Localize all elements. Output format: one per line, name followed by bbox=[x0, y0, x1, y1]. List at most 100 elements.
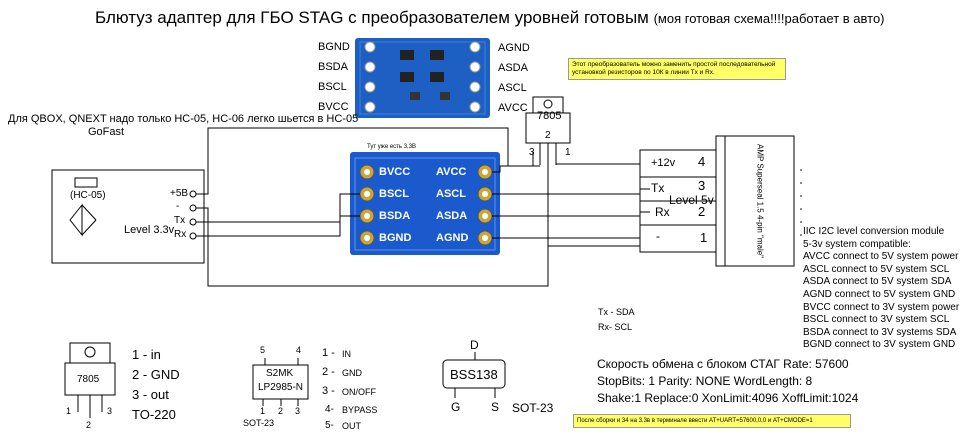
comm-line-3: Shake:1 Replace:0 XonLimit:4096 XoffLimi… bbox=[597, 391, 859, 405]
sot23-pin-name-4: BYPASS bbox=[342, 405, 378, 415]
sot23-pin-name-2: GND bbox=[342, 368, 362, 378]
top-regulator-label: 7805 bbox=[537, 110, 562, 122]
top-regulator-7805 bbox=[525, 96, 571, 165]
sot23-pin2-num: 2 bbox=[278, 406, 284, 416]
sot23-pin-num-1: 1 - bbox=[322, 347, 335, 359]
legend-block: IIC I2C level conversion module 5-3v sys… bbox=[803, 226, 959, 352]
hc05-level: Level 3.3v bbox=[124, 224, 175, 236]
mid-board-pin-bvcc: BVCC bbox=[379, 166, 411, 178]
comm-line-2: StopBits: 1 Parity: NONE WordLength: 8 bbox=[597, 374, 813, 388]
connector-pin1-num: 1 bbox=[700, 230, 708, 245]
mid-board-pin-avcc: AVCC bbox=[436, 166, 467, 178]
title-main: Блютуз адаптер для ГБО STAG с преобразов… bbox=[95, 8, 649, 27]
top-board-pin-bsda: BSDA bbox=[318, 61, 348, 73]
sot23-pin-name-3: ON/OFF bbox=[342, 387, 376, 397]
sot23-package: SOT-23 bbox=[243, 418, 275, 428]
legend-line: 5-3v system compatible: bbox=[803, 238, 911, 250]
txrx-note-rx: Rx- SCL bbox=[598, 322, 633, 332]
legend-line: BSCL connect to 3V system SCL bbox=[803, 314, 950, 326]
top-converter-board bbox=[355, 38, 490, 118]
to220-label: 7805 bbox=[77, 374, 100, 385]
legend-line: BGND connect to 3V system GND bbox=[803, 339, 956, 351]
sot23-pin-name-5: OUT bbox=[342, 421, 361, 431]
top-board-pin-bvcc: BVCC bbox=[318, 101, 349, 113]
legend-line: BSDA connect to 3V systems SDA bbox=[803, 326, 957, 338]
sot23-pin-num-3: 3 - bbox=[322, 385, 335, 397]
hc05-pin-tx: Tx bbox=[174, 215, 186, 226]
legend-line: IIC I2C level conversion module bbox=[803, 226, 945, 237]
to220-symbol bbox=[64, 342, 116, 418]
mid-board-pin-bscl: BSCL bbox=[379, 188, 409, 200]
title-note: (моя готовая схема!!!!работает в авто) bbox=[653, 11, 885, 26]
yellow-note-bottom: После сборки и 34 на 3.3в в терминале вв… bbox=[573, 414, 851, 428]
top-board-pin-asda: ASDA bbox=[498, 62, 528, 74]
side-note-line1: Для QBOX, QNEXT надо только НС-05, НС-06… bbox=[8, 113, 359, 125]
hc05-pin-rx: Rx bbox=[174, 229, 187, 240]
yellow-note-top: Этот преобразователь можно заменить прос… bbox=[568, 58, 786, 80]
bss138-symbol bbox=[442, 352, 506, 398]
mid-converter-board bbox=[350, 152, 500, 255]
bss138-package: SOT-23 bbox=[512, 401, 554, 415]
connector-pin1-name: - bbox=[656, 229, 660, 243]
connector-rotated-text: AMP Superseal 1.5 4-pin "male" bbox=[755, 143, 765, 259]
legend-line: ASDA connect to 5V system SDA bbox=[803, 276, 952, 288]
sot23-pin4-num: 4 bbox=[296, 345, 302, 355]
mid-board-pin-asda: ASDA bbox=[436, 210, 468, 222]
to220-leg3: 3 bbox=[107, 406, 113, 416]
to220-leg2: 2 bbox=[86, 420, 92, 430]
sot23-pin-num-4: 4- bbox=[325, 404, 334, 415]
side-note-line2: GoFast bbox=[88, 126, 125, 138]
connector-pin2-num: 2 bbox=[698, 204, 706, 219]
to220-pin3: 3 - out bbox=[132, 387, 169, 402]
sot23-line1: S2MK bbox=[266, 368, 294, 379]
sot23-pin3-num: 3 bbox=[295, 406, 301, 416]
connector-pin4-name: +12v bbox=[651, 157, 676, 169]
top-regulator-pin2: 2 bbox=[545, 130, 551, 141]
top-board-pin-avcc: AVCC bbox=[498, 102, 528, 114]
connector-pin3-num: 3 bbox=[698, 178, 706, 193]
sot23-line2: LP2985-N bbox=[258, 382, 304, 393]
txrx-note-tx: Tx - SDA bbox=[598, 307, 635, 317]
sot23-pin-num-5: 5- bbox=[325, 420, 334, 431]
top-board-pin-agnd: AGND bbox=[498, 42, 530, 54]
mid-board-pin-bgnd: BGND bbox=[379, 232, 412, 244]
mid-board-pin-bsda: BSDA bbox=[379, 210, 411, 222]
hc05-label: (HC-05) bbox=[70, 190, 106, 201]
legend-line: BVCC connect to 3V system power bbox=[803, 301, 960, 313]
to220-pin1: 1 - in bbox=[132, 347, 161, 362]
to220-package: TO-220 bbox=[132, 407, 176, 422]
top-regulator-pin1: 1 bbox=[565, 147, 571, 158]
sot23-pin-num-2: 2 - bbox=[322, 366, 335, 378]
top-board-pin-bgnd: BGND bbox=[318, 41, 350, 53]
sot23-pin1-num: 1 bbox=[260, 406, 266, 416]
hc05-pin-5v: +5В bbox=[170, 188, 189, 199]
comm-line-1: Скорость обмена с блоком СТАГ Rate: 5760… bbox=[597, 357, 849, 371]
sot23-pin5-num: 5 bbox=[260, 345, 266, 355]
connector-level: Level 5v bbox=[669, 193, 714, 207]
connector-pin3-name: Tx bbox=[651, 181, 665, 195]
hc05-pin-gnd: - bbox=[176, 201, 180, 212]
to220-leg1: 1 bbox=[66, 406, 72, 416]
sot23-pin-name-1: IN bbox=[342, 349, 351, 359]
bss138-d: D bbox=[470, 338, 479, 352]
connector-amp-superseal bbox=[639, 135, 795, 267]
wires bbox=[196, 127, 650, 287]
legend-line: AVCC connect to 5V system power bbox=[803, 251, 959, 263]
mid-board-pin-agnd: AGND bbox=[436, 232, 469, 244]
bss138-g: G bbox=[451, 400, 461, 414]
mid-board-note: Тут уже есть 3,3В bbox=[367, 144, 417, 150]
bss138-label: BSS138 bbox=[450, 367, 498, 382]
legend-line: AGND connect to 5V system GND bbox=[803, 288, 956, 300]
top-board-pin-ascl: ASCL bbox=[498, 82, 527, 94]
mid-board-pin-ascl: ASCL bbox=[436, 188, 466, 200]
sot23-regulator-symbol bbox=[252, 358, 309, 406]
connector-pin4-num: 4 bbox=[698, 154, 706, 169]
bss138-s: S bbox=[491, 400, 500, 414]
top-regulator-pin3: 3 bbox=[529, 147, 535, 158]
top-board-pin-bscl: BSCL bbox=[318, 81, 347, 93]
connector-pin2-name: Rx bbox=[655, 205, 670, 219]
legend-line: ASCL connect to 5V system SCL bbox=[803, 263, 950, 275]
page-title: Блютуз адаптер для ГБО STAG с преобразов… bbox=[95, 8, 885, 28]
to220-pin2: 2 - GND bbox=[132, 367, 180, 382]
